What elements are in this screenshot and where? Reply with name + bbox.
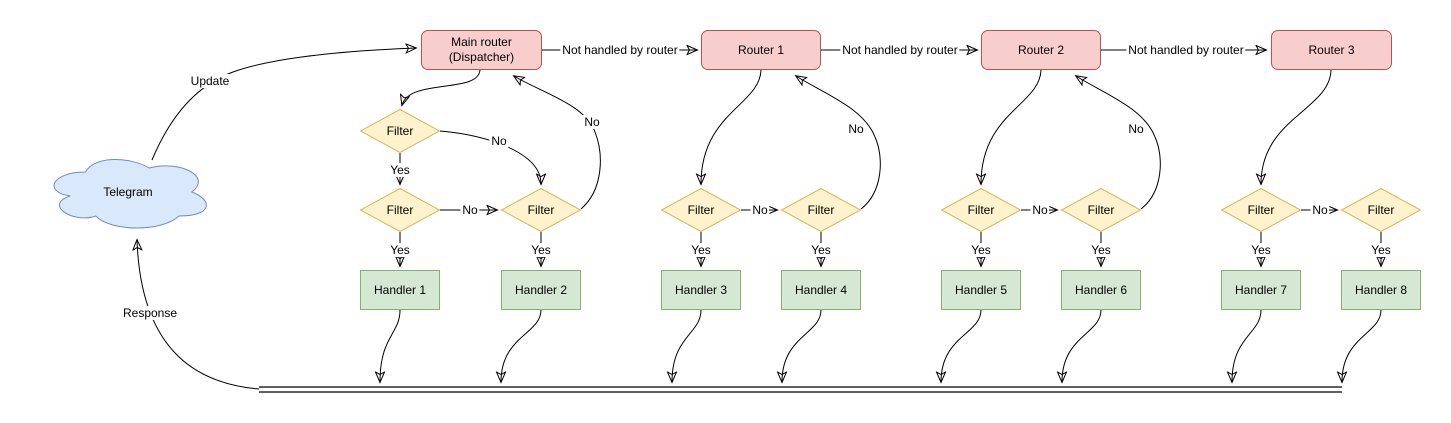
yes-label: Yes <box>1369 243 1393 257</box>
edge-drain-handler-2 <box>501 309 542 382</box>
filter-router1-right: Filter <box>781 188 861 232</box>
filter-label: Filter <box>1087 203 1115 217</box>
handler-3-node: Handler 3 <box>661 270 741 310</box>
no-label: No <box>1310 203 1330 217</box>
edge-drain-handler-4 <box>782 309 822 382</box>
edge-drain-handler-1 <box>380 309 401 382</box>
filter-dispatcher-left: Filter <box>360 188 440 232</box>
filter-router2-left: Filter <box>941 188 1021 232</box>
filter-dispatcher-right: Filter <box>501 188 581 232</box>
handler-8-label: Handler 8 <box>1354 283 1408 297</box>
handler-3-label: Handler 3 <box>674 283 728 297</box>
yes-label: Yes <box>969 243 993 257</box>
filter-dispatcher-top: Filter <box>360 109 440 153</box>
main-router-node: Main router (Dispatcher) <box>421 30 542 70</box>
cloud-icon <box>53 158 207 229</box>
filter-label: Filter <box>1247 203 1275 217</box>
yes-label: Yes <box>388 163 412 177</box>
handler-1-label: Handler 1 <box>373 283 427 297</box>
filter-router3-right: Filter <box>1341 188 1421 232</box>
update-label: Update <box>188 74 232 88</box>
no-label: No <box>489 134 509 148</box>
filter-label: Filter <box>386 203 414 217</box>
no-label: No <box>1126 122 1146 136</box>
edge-response <box>137 240 260 390</box>
handler-7-node: Handler 7 <box>1221 270 1301 310</box>
handler-5-label: Handler 5 <box>954 283 1008 297</box>
handler-8-node: Handler 8 <box>1341 270 1421 310</box>
edge-no-return-dispatcher <box>514 76 601 210</box>
main-router-label-line2: (Dispatcher) <box>448 50 515 64</box>
edge-drain-handler-8 <box>1342 309 1382 382</box>
filter-label: Filter <box>1367 203 1395 217</box>
edge-no-return-router1 <box>796 76 881 210</box>
filter-label: Filter <box>807 203 835 217</box>
yes-label: Yes <box>809 243 833 257</box>
yes-label: Yes <box>689 243 713 257</box>
filter-label: Filter <box>527 203 555 217</box>
handler-2-label: Handler 2 <box>514 283 568 297</box>
telegram-cloud: Telegram <box>43 152 213 232</box>
router-1-label: Router 1 <box>737 42 785 57</box>
router-3-label: Router 3 <box>1308 42 1355 57</box>
yes-label: Yes <box>388 243 412 257</box>
handler-2-node: Handler 2 <box>501 270 581 310</box>
yes-label: Yes <box>1249 243 1273 257</box>
edge-update <box>151 48 416 161</box>
edge-router2-to-filter <box>981 69 1042 184</box>
handler-4-label: Handler 4 <box>794 283 848 297</box>
handler-4-node: Handler 4 <box>781 270 861 310</box>
no-label: No <box>846 122 866 136</box>
filter-router1-left: Filter <box>661 188 741 232</box>
handler-1-node: Handler 1 <box>360 270 440 310</box>
router-1-node: Router 1 <box>701 30 821 70</box>
edge-drain-handler-6 <box>1062 309 1102 382</box>
handler-6-node: Handler 6 <box>1061 270 1141 310</box>
edge-no-return-router2 <box>1076 76 1161 210</box>
handler-5-node: Handler 5 <box>941 270 1021 310</box>
edge-router3-to-filter <box>1261 69 1332 184</box>
no-label: No <box>750 203 770 217</box>
telegram-label: Telegram <box>103 185 153 199</box>
yes-label: Yes <box>1089 243 1113 257</box>
edge-dispatcher-to-filter <box>402 69 481 105</box>
filter-label: Filter <box>687 203 715 217</box>
not-handled-label: Not handled by router <box>1126 43 1246 57</box>
router-2-label: Router 2 <box>1017 42 1065 57</box>
edge-router1-to-filter <box>701 69 762 184</box>
not-handled-label: Not handled by router <box>560 43 680 57</box>
router-2-node: Router 2 <box>981 30 1101 70</box>
yes-label: Yes <box>529 243 553 257</box>
filter-router2-right: Filter <box>1061 188 1141 232</box>
router-3-node: Router 3 <box>1271 30 1392 70</box>
filter-router3-left: Filter <box>1221 188 1301 232</box>
main-router-label-line1: Main router <box>451 35 512 49</box>
edge-drain-handler-3 <box>672 309 702 382</box>
filter-label: Filter <box>386 124 414 138</box>
response-label: Response <box>120 306 180 320</box>
filter-label: Filter <box>967 203 995 217</box>
edge-drain-handler-5 <box>941 309 982 382</box>
handler-7-label: Handler 7 <box>1234 283 1288 297</box>
no-label: No <box>582 115 602 129</box>
not-handled-label: Not handled by router <box>840 43 960 57</box>
no-label: No <box>1030 203 1050 217</box>
edge-drain-handler-7 <box>1232 309 1262 382</box>
no-label: No <box>460 203 480 217</box>
handler-6-label: Handler 6 <box>1074 283 1128 297</box>
